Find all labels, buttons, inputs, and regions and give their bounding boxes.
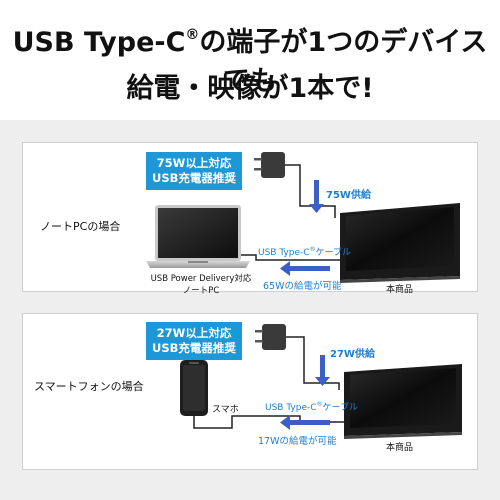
- supply-arrow-down: [315, 355, 330, 386]
- return-power-label: 17Wの給電が可能: [258, 436, 337, 447]
- cable-label-text: USB Type-C: [265, 403, 317, 413]
- headline-usb-type-c: USB Type-C: [12, 27, 186, 58]
- power-cable: [286, 336, 340, 390]
- charger-icon: [255, 324, 286, 350]
- charger-tag-line-2: USB充電器推奨: [152, 341, 236, 355]
- smartphone-icon: [180, 360, 208, 416]
- charger-tag-line-1: 75W以上対応: [156, 156, 232, 170]
- headline-line-1-suffix: の端子が1つのデバイスでも: [199, 27, 488, 97]
- supply-arrow-down: [309, 180, 324, 213]
- power-return-arrow: [280, 415, 330, 430]
- charger-requirement-tag: 75W以上対応 USB充電器推奨: [146, 152, 242, 190]
- product-label: 本商品: [386, 285, 414, 295]
- headline-line-2: 給電・映像が1本で!: [126, 73, 374, 104]
- return-power-label: 65Wの給電が可能: [263, 281, 342, 292]
- cable-label-suffix: ケーブル: [315, 248, 352, 258]
- charger-requirement-tag: 27W以上対応 USB充電器推奨: [146, 322, 242, 360]
- scene-title-laptop: ノートPCの場合: [40, 220, 121, 233]
- phone-caption: スマホ: [212, 405, 239, 415]
- monitor-icon: [340, 203, 460, 283]
- laptop-caption: USB Power Delivery対応 ノートPC: [146, 273, 256, 297]
- laptop-caption-line-2: ノートPC: [182, 286, 220, 296]
- charger-tag-line-1: 27W以上対応: [156, 326, 232, 340]
- laptop-caption-line-1: USB Power Delivery対応: [150, 274, 252, 284]
- usb-c-cable: [241, 254, 350, 261]
- monitor-icon: [344, 364, 462, 439]
- cable-label: USB Type-C®ケーブル: [258, 245, 351, 258]
- scene-title-phone: スマートフォンの場合: [34, 380, 144, 393]
- supply-label: 27W供給: [330, 349, 375, 360]
- headline-line-1: USB Type-C®の端子が1つのデバイスでも: [0, 20, 500, 98]
- product-label: 本商品: [386, 443, 414, 453]
- power-cable: [285, 164, 336, 218]
- laptop-icon: [146, 205, 250, 268]
- cable-label-reg: ®: [309, 246, 316, 253]
- charger-tag-line-2: USB充電器推奨: [152, 171, 236, 185]
- supply-label: 75W供給: [326, 190, 371, 201]
- cable-label-suffix: ケーブル: [322, 403, 359, 413]
- registered-mark: ®: [185, 27, 200, 43]
- cable-label-reg: ®: [316, 401, 323, 408]
- cable-label-text: USB Type-C: [258, 248, 310, 258]
- cable-label: USB Type-C®ケーブル: [265, 400, 358, 413]
- power-return-arrow: [280, 261, 330, 276]
- charger-icon: [254, 152, 285, 178]
